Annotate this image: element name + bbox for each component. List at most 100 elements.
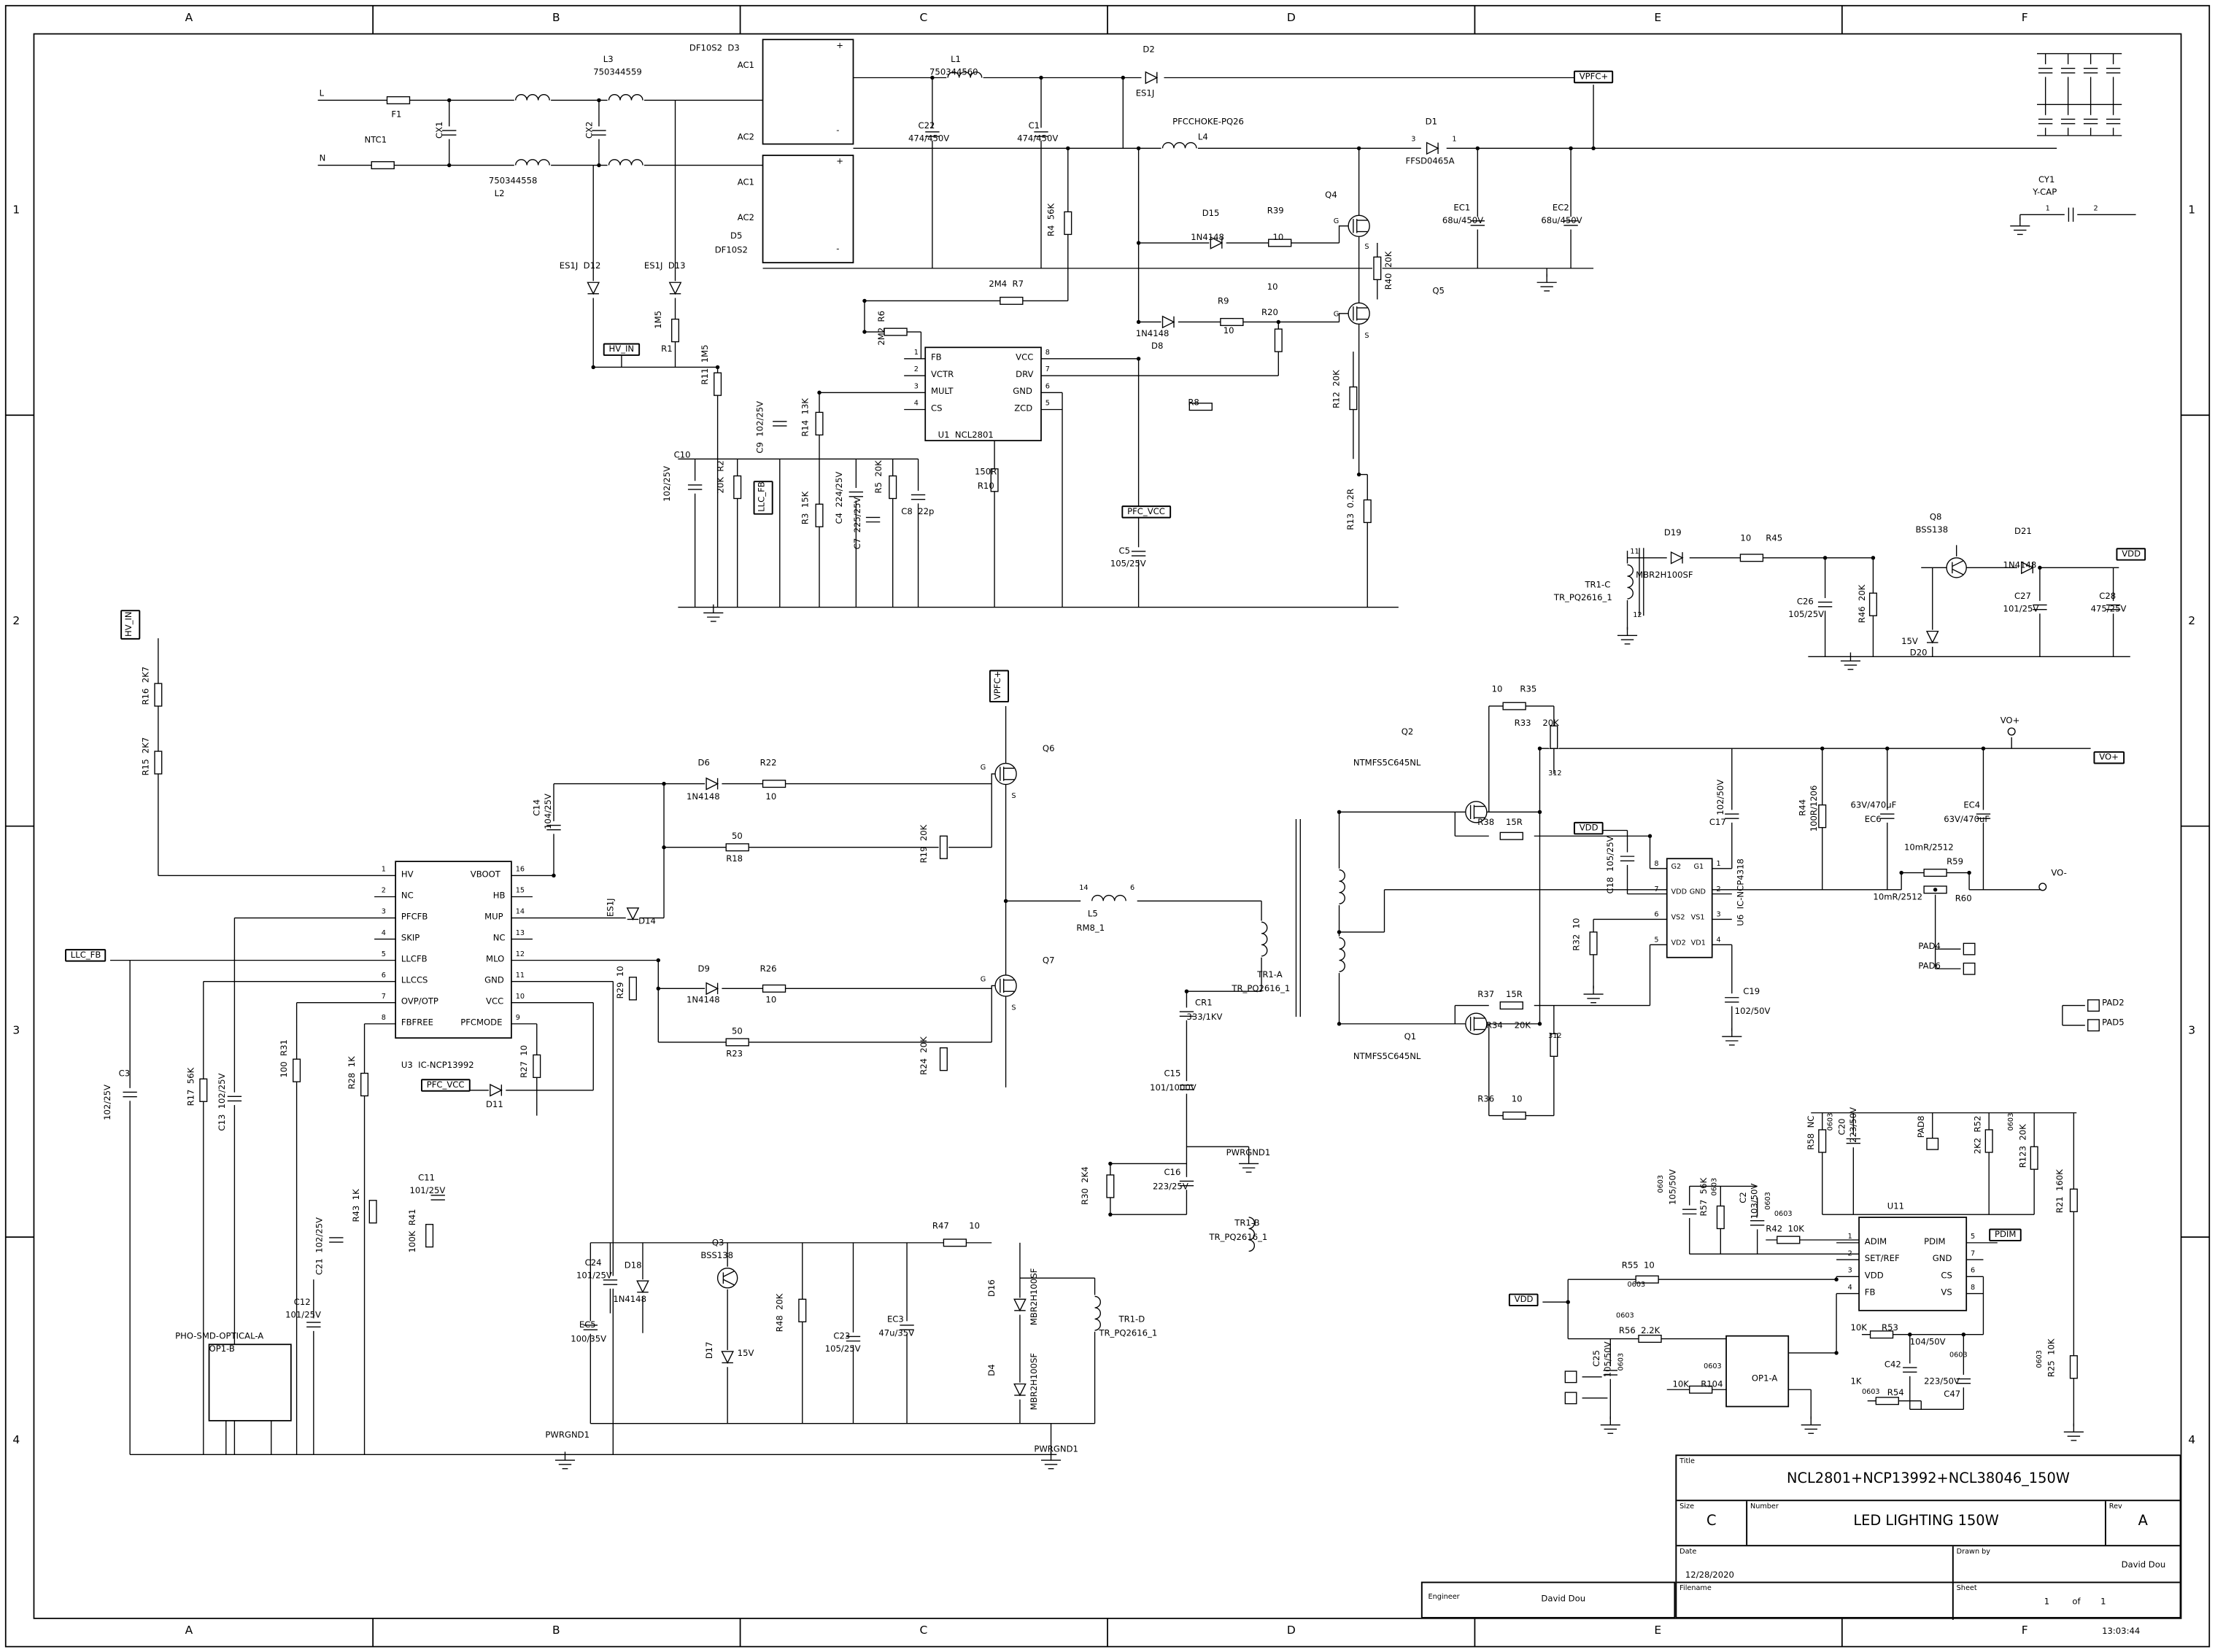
- junction-dot: [1885, 746, 1890, 751]
- junction-dot: [1871, 556, 1876, 560]
- resistor-symbol: [371, 160, 395, 171]
- resistor-symbol: [1868, 592, 1879, 616]
- capacitor-symbol: [844, 1332, 862, 1346]
- resistor-symbol: [938, 1047, 949, 1071]
- junction-dot: [1121, 75, 1126, 80]
- capacitor-symbol: [2081, 64, 2100, 77]
- pad-symbol: [2087, 999, 2100, 1012]
- component-box-symbol: [395, 861, 512, 1039]
- size-cell: Size C: [1677, 1501, 1748, 1546]
- ground-symbol: [554, 1451, 576, 1470]
- grid-ref: 4: [2188, 1433, 2196, 1446]
- capacitor-symbol: [225, 1092, 244, 1106]
- ground-symbol: [2063, 1423, 2084, 1441]
- ground-symbol: [703, 604, 724, 622]
- grid-ref: 2: [12, 614, 20, 627]
- component-box-symbol: [1725, 1335, 1790, 1408]
- capacitor-symbol: [2104, 64, 2122, 77]
- resistor-symbol: [797, 1298, 808, 1322]
- title-block: Title NCL2801+NCP13992+NCL38046_150W Siz…: [1675, 1454, 2181, 1620]
- capacitor-symbol: [1681, 1205, 1698, 1218]
- junction-dot: [552, 873, 556, 878]
- size-value: C: [1706, 1513, 1717, 1529]
- title-label: Title: [1679, 1457, 1695, 1466]
- terminal-symbol: [2038, 883, 2047, 891]
- component-box-symbol: [1858, 1217, 1968, 1311]
- junction-dot: [1108, 1161, 1113, 1166]
- resistor-symbol: [1715, 1205, 1726, 1230]
- resistor-symbol: [1502, 1110, 1526, 1121]
- capacitor-symbol: [864, 513, 882, 527]
- resistor-symbol: [1372, 256, 1383, 281]
- ground-symbol: [1536, 274, 1557, 292]
- ground-symbol: [1617, 627, 1638, 645]
- grid-ref: F: [2021, 1624, 2028, 1637]
- sheet-label: Sheet: [1956, 1584, 1977, 1594]
- junction-dot: [1591, 146, 1596, 151]
- diode-symbol: [1425, 141, 1442, 155]
- number-value: LED LIGHTING 150W: [1853, 1513, 1999, 1529]
- grid-ref: 1: [12, 203, 20, 217]
- capacitor-symbol: [1844, 1134, 1862, 1148]
- resistor-symbol: [1268, 238, 1292, 248]
- junction-dot: [1647, 834, 1652, 838]
- resistor-symbol: [1362, 499, 1373, 524]
- diode-symbol: [1925, 629, 1940, 647]
- ground-symbol: [1722, 1028, 1742, 1046]
- junction-dot: [1066, 146, 1070, 151]
- resistor-symbol: [1549, 725, 1559, 749]
- inductor-symbol: [514, 91, 552, 102]
- grid-ref: 4: [12, 1433, 20, 1446]
- mosfet-symbol: [1465, 1012, 1488, 1035]
- junction-dot: [1356, 472, 1361, 477]
- mosfet-symbol: [994, 974, 1017, 997]
- date-label: Date: [1679, 1548, 1697, 1556]
- capacitor-symbol: [1178, 1081, 1196, 1094]
- capacitor-symbol: [2060, 115, 2077, 128]
- transistor-symbol: [716, 1268, 738, 1289]
- resistor-symbol: [2068, 1188, 2079, 1212]
- capacitor-symbol: [1618, 852, 1636, 865]
- capacitor-symbol: [601, 1276, 619, 1289]
- capacitor-symbol: [2081, 115, 2100, 128]
- capacitor-symbol: [1974, 810, 1992, 823]
- junction-dot: [2038, 565, 2042, 570]
- capacitor-symbol: [898, 1321, 916, 1334]
- resistor-symbol: [1869, 1329, 1894, 1340]
- capacitor-symbol: [2060, 64, 2077, 77]
- diode-symbol: [668, 281, 683, 298]
- component-box-symbol: [1666, 858, 1713, 958]
- capacitor-symbol: [1032, 128, 1050, 141]
- ground-symbol: [1239, 1155, 1259, 1173]
- drawn-by-value: David Dou: [2121, 1560, 2166, 1571]
- grid-ref: E: [1654, 11, 1662, 24]
- junction-dot: [1908, 1333, 1912, 1337]
- capacitor-symbol: [590, 126, 608, 139]
- component-box-symbol: [762, 155, 854, 264]
- junction-dot: [597, 98, 601, 103]
- junction-dot: [1337, 930, 1342, 934]
- capacitor-symbol: [2037, 64, 2054, 77]
- capacitor-symbol: [1723, 810, 1741, 823]
- grid-ref: A: [185, 1624, 193, 1637]
- grid-ref: D: [1286, 11, 1296, 24]
- sheet-of: of: [2072, 1597, 2081, 1608]
- inductor-symbol: [514, 156, 552, 167]
- resistor-symbol: [424, 1224, 435, 1248]
- component-box-symbol: [762, 39, 854, 145]
- filename-cell: Filename: [1677, 1583, 1954, 1620]
- inductor-symbol: [946, 69, 983, 80]
- resistor-symbol: [2068, 1355, 2079, 1379]
- junction-dot: [656, 958, 660, 963]
- number-cell: Number LED LIGHTING 150W: [1747, 1501, 2106, 1546]
- diode-symbol: [586, 281, 600, 298]
- ground-symbol: [2010, 217, 2030, 236]
- grid-ref: 1: [2188, 203, 2196, 217]
- resistor-symbol: [1105, 1174, 1116, 1198]
- resistor-symbol: [1638, 1333, 1662, 1344]
- inductor-symbol: [1244, 1216, 1255, 1253]
- filename-label: Filename: [1679, 1584, 1712, 1594]
- capacitor-symbol: [1723, 993, 1741, 1007]
